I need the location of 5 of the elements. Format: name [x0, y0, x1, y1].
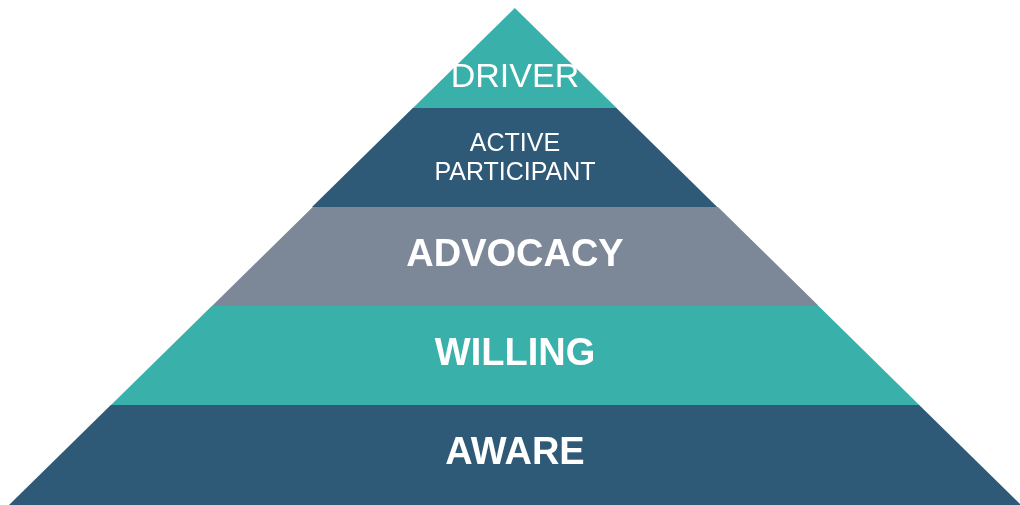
tier-label: AWARE	[445, 430, 585, 474]
tier-label: ACTIVE PARTICIPANT	[433, 128, 597, 186]
tier-label: WILLING	[434, 331, 596, 375]
tier-label: DRIVER	[450, 56, 580, 96]
tier-label: ADVOCACY	[406, 232, 624, 276]
